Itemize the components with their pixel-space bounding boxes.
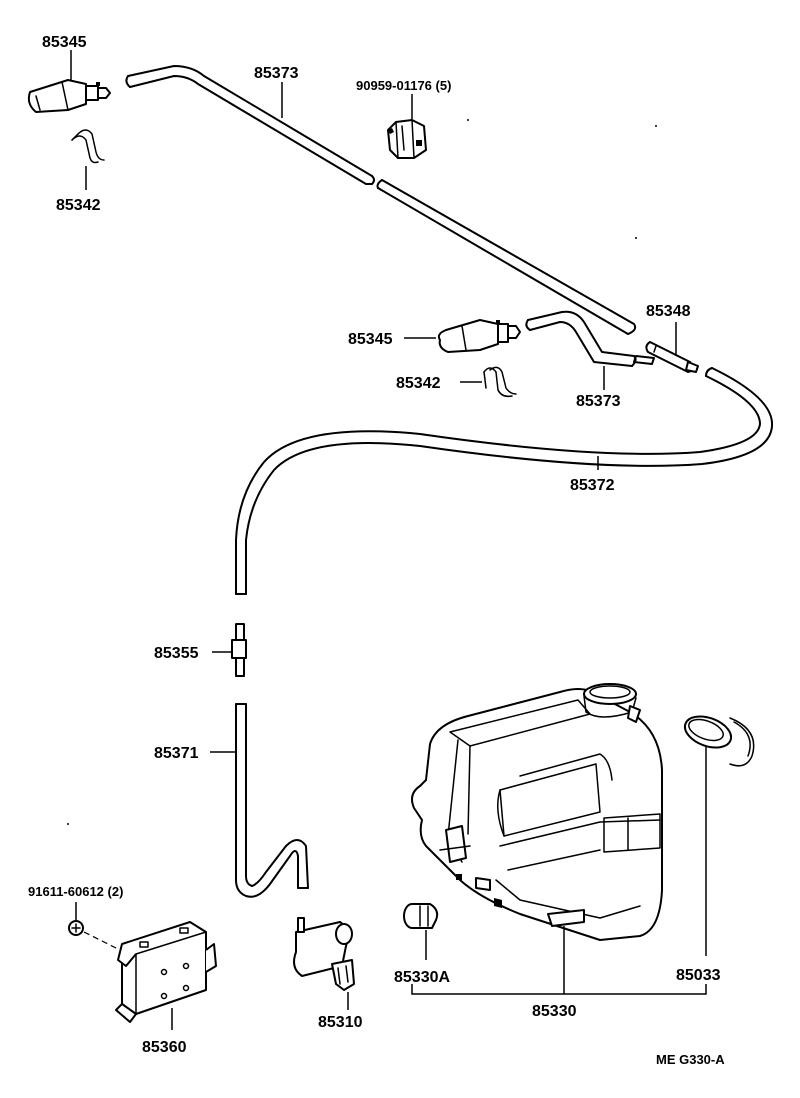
- diagram-code: ME G330-A: [656, 1052, 725, 1067]
- label-pump: 85310: [318, 1014, 363, 1031]
- hose-top: [125, 65, 637, 335]
- label-check-valve: 85355: [154, 645, 199, 662]
- label-grommet: 85330A: [394, 969, 450, 986]
- pump-grommet: [403, 903, 439, 929]
- label-cap: 85033: [676, 967, 721, 984]
- speck: [467, 119, 469, 121]
- label-nozzle-mid: 85345: [348, 331, 393, 348]
- washer-nozzle-top: [27, 79, 111, 113]
- check-valve: [231, 623, 247, 677]
- label-bracket: 85360: [142, 1039, 187, 1056]
- washer-tank: [411, 683, 663, 941]
- label-clamp: 90959-01176 (5): [356, 78, 451, 93]
- hose-long: [235, 367, 774, 595]
- hose-mid: [525, 310, 637, 367]
- speck: [67, 823, 69, 825]
- hose-lower: [235, 703, 309, 898]
- hose-clamp: [387, 119, 427, 159]
- washer-nozzle-mid: [437, 319, 521, 353]
- label-hose-mid: 85373: [576, 393, 621, 410]
- label-tank: 85330: [532, 1003, 577, 1020]
- label-hose-long: 85372: [570, 477, 615, 494]
- label-clip-top: 85342: [56, 197, 101, 214]
- tank-cap: [683, 715, 755, 767]
- label-bolt: 91611-60612 (2): [28, 884, 123, 899]
- pump-bracket: [115, 921, 217, 1023]
- label-clip-mid: 85342: [396, 375, 441, 392]
- speck: [655, 125, 657, 127]
- clip-top: [71, 129, 105, 164]
- label-joint: 85348: [646, 303, 691, 320]
- label-hose-top: 85373: [254, 65, 299, 82]
- label-hose-lower: 85371: [154, 745, 199, 762]
- label-nozzle-top: 85345: [42, 34, 87, 51]
- hose-joint: [633, 341, 699, 373]
- speck: [635, 237, 637, 239]
- washer-pump: [293, 917, 355, 991]
- group-bracket: [411, 984, 707, 995]
- clip-mid: [483, 366, 517, 398]
- bolt: [68, 920, 84, 936]
